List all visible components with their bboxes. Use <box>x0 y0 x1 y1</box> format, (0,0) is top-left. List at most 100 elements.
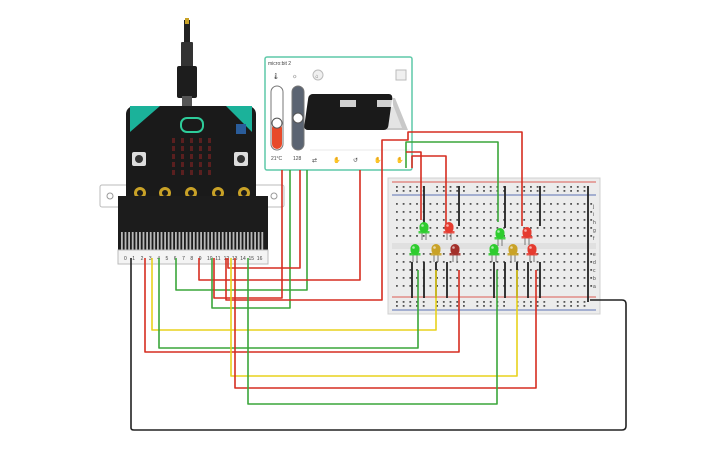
thermometer-icon: 🌡 <box>272 72 280 80</box>
wire-red-pin1 <box>198 170 361 281</box>
wire-yellow-1 <box>151 258 437 331</box>
row-letter: b <box>593 276 596 282</box>
pin-label: 7 <box>182 256 185 262</box>
row-letter: a <box>593 284 596 290</box>
pin-label: 3 <box>149 256 152 262</box>
led[interactable] <box>521 227 533 245</box>
matrix-led <box>190 170 193 175</box>
matrix-led <box>199 170 202 175</box>
wire-green-3 <box>158 258 419 349</box>
wire-green-pin2 <box>211 170 291 309</box>
wire-red-e <box>411 155 447 226</box>
led[interactable] <box>507 244 519 262</box>
microphone-icon <box>236 124 246 134</box>
pin-label: 15 <box>249 256 255 262</box>
temperature-readout: 21°C <box>271 156 283 162</box>
usb-cable[interactable] <box>177 18 197 108</box>
matrix-led <box>208 146 211 151</box>
wire-red-c <box>227 170 301 269</box>
led-group[interactable] <box>409 222 538 262</box>
wire-red-f <box>406 151 422 220</box>
pin-label: 11 <box>215 256 220 262</box>
pin-label: 16 <box>257 256 263 262</box>
matrix-led <box>181 170 184 175</box>
pin-label: 1 <box>132 256 135 262</box>
matrix-led <box>199 138 202 143</box>
matrix-led <box>208 138 211 143</box>
breadboard-holes <box>396 186 593 307</box>
wire-red-2 <box>144 258 460 353</box>
row-letter: g <box>593 228 596 234</box>
temperature-slider-handle[interactable] <box>271 117 283 129</box>
gesture-icon-3[interactable]: ↺ <box>353 157 358 164</box>
matrix-led <box>181 146 184 151</box>
led[interactable] <box>526 244 538 262</box>
shake-icon[interactable] <box>395 69 407 81</box>
wire-red-5 <box>234 258 537 389</box>
row-letter: i <box>593 212 594 218</box>
led[interactable] <box>488 244 500 262</box>
matrix-led <box>190 154 193 159</box>
pin-label: 14 <box>240 256 246 262</box>
gesture-icon-4[interactable]: ✋ <box>374 156 381 164</box>
led[interactable] <box>494 228 506 246</box>
row-letter: j <box>592 204 594 210</box>
touch-logo-icon[interactable] <box>180 117 204 133</box>
matrix-led <box>181 154 184 159</box>
matrix-led <box>181 162 184 167</box>
gesture-icon-1[interactable]: ⇄ <box>312 157 317 164</box>
pin-label: 8 <box>190 256 193 262</box>
row-letter: e <box>593 252 596 258</box>
led[interactable] <box>449 244 461 262</box>
matrix-led <box>208 170 211 175</box>
pin-label: 9 <box>199 256 202 262</box>
matrix-led <box>190 138 193 143</box>
matrix-led <box>172 146 175 151</box>
matrix-led <box>199 154 202 159</box>
led-matrix <box>172 138 211 175</box>
matrix-led <box>190 162 193 167</box>
light-readout: 128 <box>293 156 302 162</box>
row-letter: h <box>593 220 596 226</box>
wire-red-b <box>225 131 523 301</box>
pin-label: 2 <box>141 256 144 262</box>
microbit-3d-preview[interactable] <box>304 94 393 130</box>
wire-green-pin0 <box>175 170 308 291</box>
led[interactable] <box>443 222 455 240</box>
sun-icon: ☼ <box>292 74 298 80</box>
light-slider-handle[interactable] <box>292 112 304 124</box>
wires <box>130 131 627 431</box>
row-letter: d <box>593 260 596 266</box>
matrix-led <box>190 146 193 151</box>
gesture-icon-5[interactable]: ✋ <box>396 156 403 164</box>
wire-green-6 <box>247 258 498 405</box>
led[interactable] <box>409 244 421 262</box>
wire-black-gnd <box>130 258 627 431</box>
pin-label: 0 <box>124 256 127 262</box>
matrix-led <box>181 138 184 143</box>
matrix-led <box>172 162 175 167</box>
matrix-led <box>208 154 211 159</box>
temperature-slider-fill <box>272 123 282 149</box>
matrix-led <box>172 170 175 175</box>
gesture-icon-2[interactable]: ✋ <box>333 156 340 164</box>
led[interactable] <box>430 244 442 262</box>
row-letter: c <box>593 268 596 274</box>
pin-label: 5 <box>166 256 169 262</box>
sensor-panel[interactable]: micro:bit 2 🌡 21°C ☼ 128 ⌂ ⇄ ✋ ↺ ✋ ✋ <box>264 56 413 171</box>
matrix-led <box>172 138 175 143</box>
wire-green-d <box>405 141 499 222</box>
pin-label: 10 <box>207 256 213 262</box>
matrix-led <box>199 162 202 167</box>
led[interactable] <box>418 222 430 240</box>
svg-text:⌂: ⌂ <box>316 74 319 80</box>
row-letter: f <box>593 236 595 242</box>
wire-yellow-4 <box>230 258 518 377</box>
panel-title: micro:bit 2 <box>268 61 291 67</box>
home-icon[interactable] <box>312 69 324 81</box>
matrix-led <box>172 154 175 159</box>
matrix-led <box>199 146 202 151</box>
